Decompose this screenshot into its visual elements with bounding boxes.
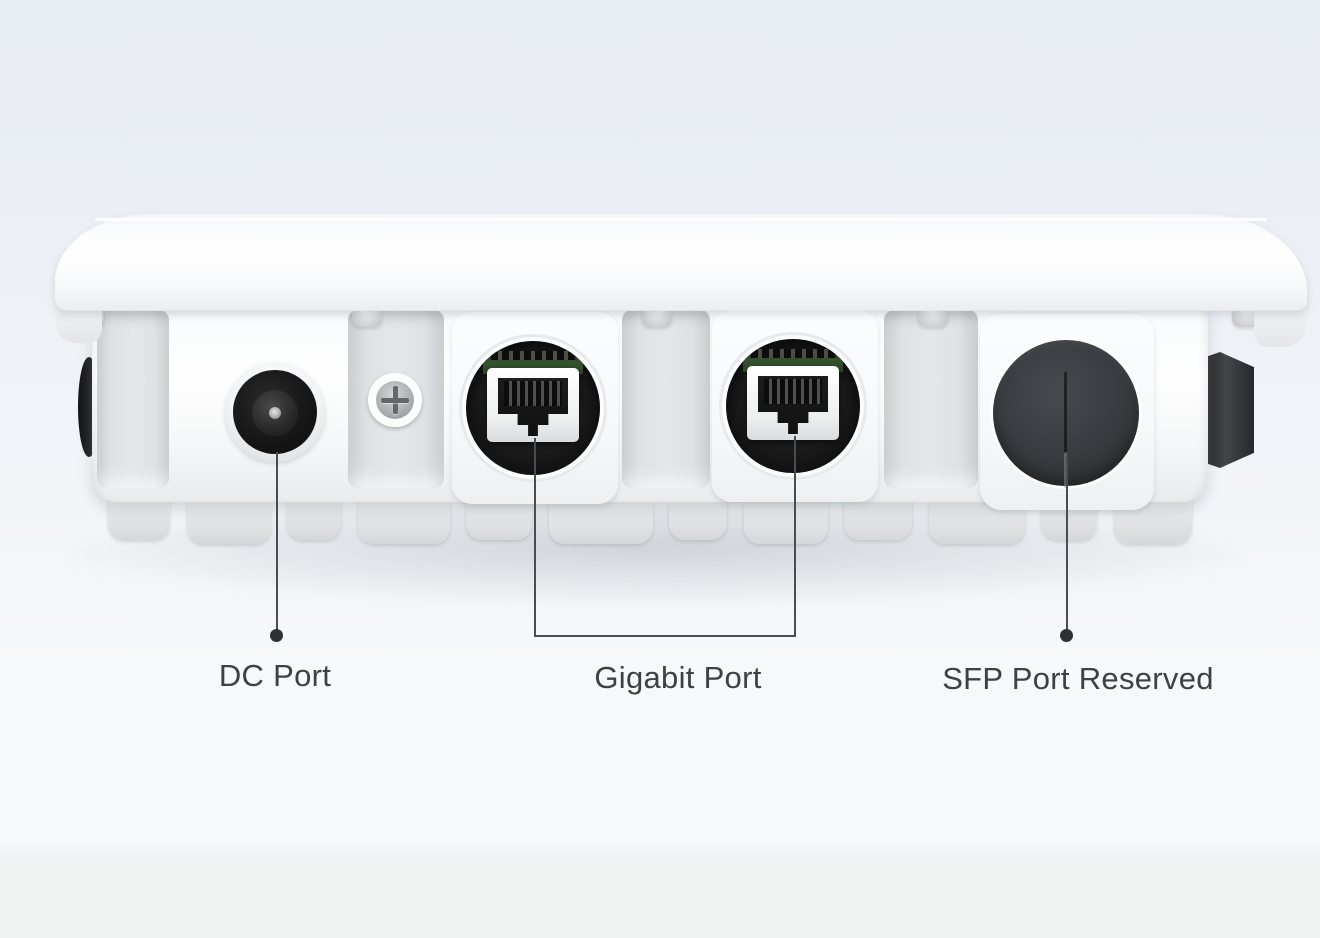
- device-lid: [55, 214, 1307, 311]
- rj45-pins: [503, 381, 563, 406]
- callout-line-dc: [276, 452, 278, 630]
- body-recess-panel: [622, 310, 710, 488]
- callout-dot-sfp: [1060, 629, 1073, 642]
- body-recess-panel: [884, 310, 978, 488]
- rj45-jack: [487, 368, 579, 442]
- gigabit-port-2: [726, 339, 860, 473]
- rj45-pins: [763, 379, 823, 404]
- rj45-jack: [747, 366, 839, 440]
- callout-bracket-gigabit: [534, 635, 796, 637]
- callout-line-gigabit-1: [534, 438, 536, 635]
- rj45-opening: [758, 376, 828, 434]
- label-dc-port: DC Port: [218, 658, 332, 693]
- gigabit-port-1: [466, 341, 600, 475]
- callout-line-gigabit-2: [794, 436, 796, 635]
- label-gigabit-port: Gigabit Port: [594, 660, 762, 695]
- screw-cross-slot: [381, 398, 409, 403]
- dc-port-pin: [269, 407, 281, 419]
- label-sfp-port: SFP Port Reserved: [942, 661, 1214, 696]
- pcb-pins: [491, 351, 575, 360]
- body-recess-panel: [97, 310, 169, 488]
- callout-line-sfp: [1066, 456, 1068, 630]
- sfp-plug-slit: [1064, 372, 1067, 454]
- callout-dot-dc: [270, 629, 283, 642]
- sfp-plug-slit-lower: [1064, 452, 1067, 488]
- pcb-pins: [751, 349, 835, 358]
- rj45-opening: [498, 378, 568, 436]
